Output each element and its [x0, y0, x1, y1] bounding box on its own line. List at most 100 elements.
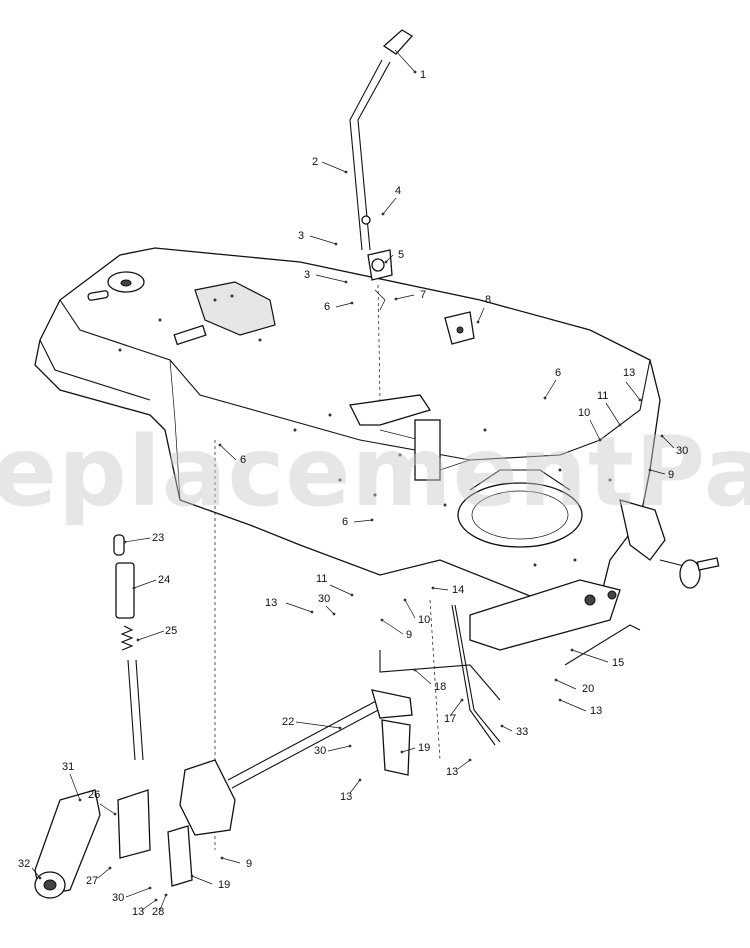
leader-line-c6b: [544, 379, 557, 399]
callout-label-c19b: 19: [218, 879, 230, 891]
leader-end-c17: [460, 698, 464, 702]
leader-line-c13c: [559, 699, 587, 712]
leader-line-c32: [31, 867, 41, 879]
callout-label-c13e: 13: [340, 791, 352, 803]
callout-label-c11a: 11: [597, 390, 608, 402]
leader-end-c6a: [350, 301, 354, 305]
callout-label-c7: 7: [420, 289, 426, 301]
watermark-text: eplacementParts.c: [0, 416, 750, 528]
callout-label-c24: 24: [158, 574, 170, 586]
leader-end-c24: [132, 586, 136, 590]
leader-line-c30a: [661, 435, 675, 449]
callout-label-c19a: 19: [418, 742, 430, 754]
leader-end-c20: [554, 678, 558, 682]
leader-end-c11a: [618, 423, 622, 427]
leader-end-c13a: [638, 398, 642, 402]
leader-end-c30b: [332, 612, 336, 616]
callout-label-c10b: 10: [418, 614, 430, 626]
callout-label-c30b: 30: [318, 593, 330, 605]
leader-line-c28: [159, 894, 167, 911]
callout-label-c30c: 30: [314, 745, 326, 757]
leader-end-c9a: [648, 468, 652, 472]
callout-label-c30a: 30: [676, 445, 688, 457]
callout-label-c9c: 9: [246, 858, 252, 870]
callout-label-c32: 32: [18, 858, 30, 870]
leader-line-c30c: [327, 745, 351, 752]
leader-end-c30d: [148, 886, 152, 890]
leader-line-c9c: [221, 857, 241, 864]
leader-line-c15: [571, 649, 609, 663]
callout-label-c10a: 10: [578, 407, 590, 419]
leader-line-c13a: [625, 381, 641, 401]
leader-line-c13e: [349, 779, 361, 794]
leader-line-c20: [555, 679, 577, 690]
leader-end-c14: [431, 586, 435, 590]
leader-line-c23: [124, 537, 151, 543]
leader-end-c1: [413, 70, 417, 74]
callout-label-c33: 33: [516, 726, 528, 738]
leader-line-c19a: [401, 747, 416, 753]
callout-label-c6c: 6: [240, 454, 246, 466]
leader-end-c33: [500, 724, 504, 728]
leader-line-c3a: [309, 235, 337, 245]
leader-end-c13c: [558, 698, 562, 702]
callout-label-c9a: 9: [668, 469, 674, 481]
leader-end-c23: [123, 540, 127, 544]
callout-label-c13d: 13: [446, 766, 458, 778]
leader-line-c2: [321, 161, 347, 173]
leader-line-c24: [133, 579, 157, 589]
leader-end-c4: [381, 212, 385, 216]
leader-line-c27: [97, 867, 111, 879]
leader-line-c10a: [589, 419, 601, 441]
callout-label-c14: 14: [452, 584, 464, 596]
leader-line-c6a: [335, 302, 353, 308]
leader-end-c13b: [310, 610, 314, 614]
callout-label-c1: 1: [420, 69, 426, 81]
callout-label-c3b: 3: [304, 269, 310, 281]
lift-handle-assembly: [34, 534, 641, 899]
leader-line-c18: [414, 669, 432, 685]
callout-label-c8: 8: [485, 294, 491, 306]
callout-label-c27: 27: [86, 875, 98, 887]
leader-end-c11b: [350, 593, 354, 597]
leader-end-c6c: [218, 443, 222, 447]
leader-line-c33: [501, 725, 513, 732]
leader-end-c26: [113, 812, 117, 816]
leader-line-c4: [382, 197, 397, 215]
callout-label-c31: 31: [62, 761, 74, 773]
leader-line-c25: [137, 630, 165, 641]
callout-label-c11b: 11: [316, 573, 327, 585]
leader-end-c22: [338, 726, 342, 730]
leader-end-c27: [108, 866, 112, 870]
leader-line-c9a: [649, 469, 666, 475]
leader-end-c31: [78, 798, 82, 802]
leader-end-c32: [38, 876, 42, 880]
leader-end-c19b: [190, 874, 194, 878]
leader-end-c13e: [358, 778, 362, 782]
leader-line-c1: [394, 49, 416, 73]
leader-line-c6c: [219, 444, 237, 461]
leader-line-c6d: [353, 519, 373, 523]
callout-label-c13c: 13: [590, 705, 602, 717]
leader-end-c25: [136, 638, 140, 642]
leader-line-c8: [477, 307, 485, 323]
callout-label-c6b: 6: [555, 367, 561, 379]
leader-end-c30a: [660, 434, 664, 438]
leader-end-c30c: [348, 744, 352, 748]
callout-label-c30d: 30: [112, 892, 124, 904]
leader-line-c11a: [605, 402, 621, 426]
shift-lever: [214, 29, 475, 850]
leader-end-c18: [413, 668, 417, 672]
leader-line-c31: [69, 773, 81, 801]
callout-label-c28: 28: [152, 906, 164, 918]
leader-line-c9b: [381, 619, 404, 635]
leader-line-c30b: [325, 605, 335, 615]
leader-line-c3b: [315, 274, 347, 283]
leader-line-c17: [449, 699, 463, 717]
callout-label-c6a: 6: [324, 301, 330, 313]
leader-end-c7: [394, 297, 398, 301]
leader-line-c22: [295, 721, 341, 729]
